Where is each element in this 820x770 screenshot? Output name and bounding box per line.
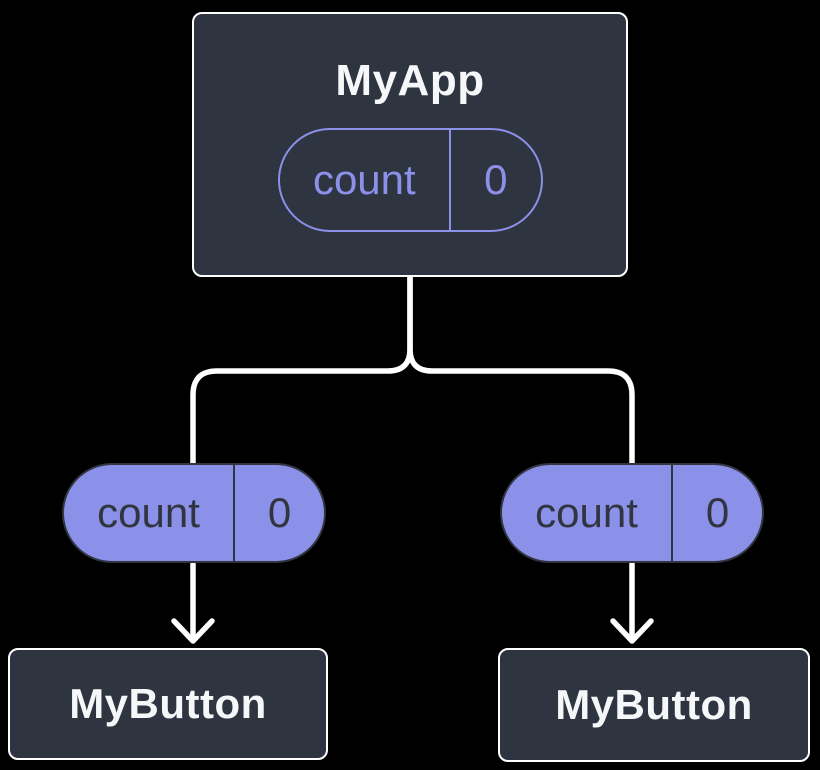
node-mybutton-left: MyButton	[8, 648, 328, 760]
prop-pill-right-value: 0	[705, 489, 730, 536]
arrow-right-head	[610, 618, 654, 644]
state-pill-name: count	[312, 155, 416, 203]
node-mybutton-right-title: MyButton	[555, 680, 753, 728]
prop-pill-left-name: count	[97, 489, 200, 536]
pill-divider	[671, 465, 673, 561]
arrow-left-head	[171, 618, 215, 644]
state-pill-value: 0	[484, 155, 508, 203]
node-myapp: MyApp count 0	[192, 12, 628, 277]
node-mybutton-left-title: MyButton	[69, 679, 267, 727]
branch-left-line	[190, 274, 413, 467]
state-pill-count: count 0	[277, 127, 543, 232]
prop-pill-left-value: 0	[267, 489, 292, 536]
branch-right-line	[407, 274, 635, 467]
node-myapp-title: MyApp	[335, 56, 485, 105]
prop-pill-left: count 0	[62, 463, 326, 563]
prop-pill-right-name: count	[535, 489, 638, 536]
pill-divider	[233, 465, 235, 561]
pill-divider	[449, 129, 452, 230]
prop-pill-right: count 0	[500, 463, 764, 563]
node-mybutton-right: MyButton	[498, 648, 810, 762]
